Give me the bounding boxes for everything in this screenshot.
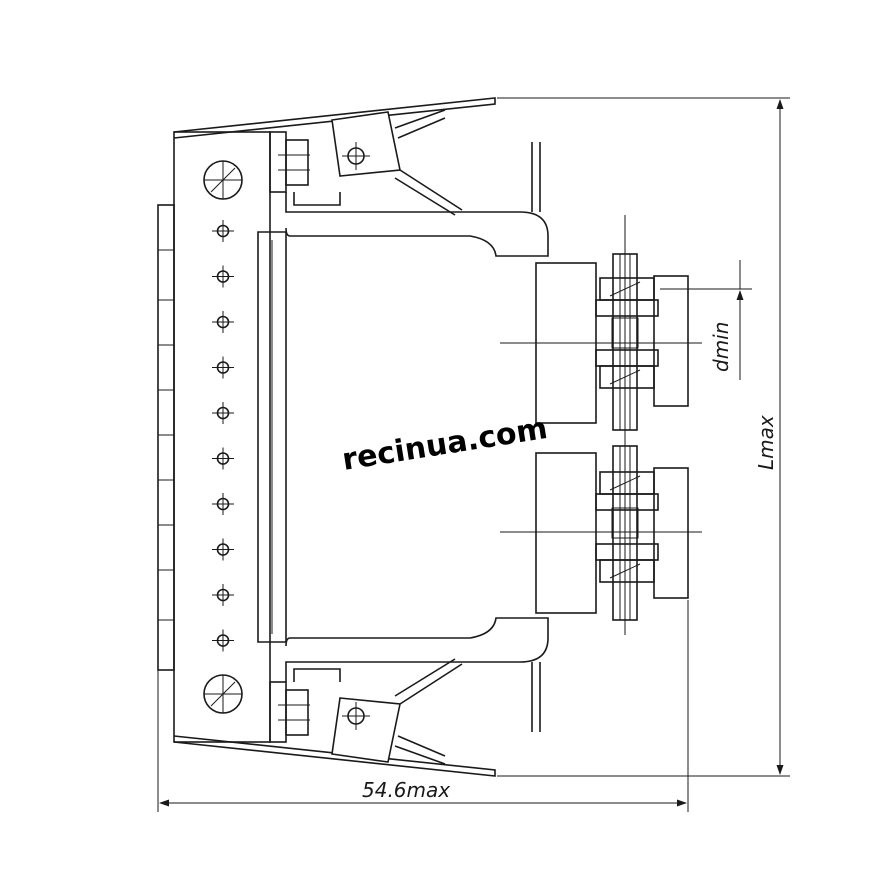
bottom-latch: [173, 617, 549, 777]
top-latch: [173, 97, 549, 257]
terminal-screw-icon: [212, 220, 234, 242]
terminal-screw-icon: [212, 493, 234, 515]
dimension-width: 54.6max: [157, 600, 689, 812]
terminal-screw-icon: [212, 402, 234, 424]
corner-screw-bottom-icon: [203, 674, 243, 714]
terminal-screw-icon: [212, 584, 234, 606]
terminal-screw-icon: [212, 447, 234, 470]
dimension-length: Lmax: [497, 97, 790, 777]
contact-assembly-upper: [500, 215, 702, 440]
header-plate: [157, 131, 271, 743]
terminal-screw-icon: [212, 311, 234, 333]
watermark-text: recinua.com: [340, 411, 550, 478]
terminal-screws: [212, 220, 234, 652]
width-dimension-label: 54.6max: [362, 778, 450, 802]
terminal-screw-icon: [212, 629, 234, 652]
length-dimension-label: Lmax: [754, 415, 778, 470]
dimension-gap: dmin: [660, 260, 752, 380]
terminal-screw-icon: [212, 356, 234, 379]
terminal-screw-icon: [212, 265, 234, 288]
terminal-screw-icon: [212, 538, 234, 561]
gap-dimension-label: dmin: [709, 322, 733, 372]
corner-screw-top-icon: [203, 160, 243, 200]
contact-assembly-lower: [500, 440, 702, 635]
